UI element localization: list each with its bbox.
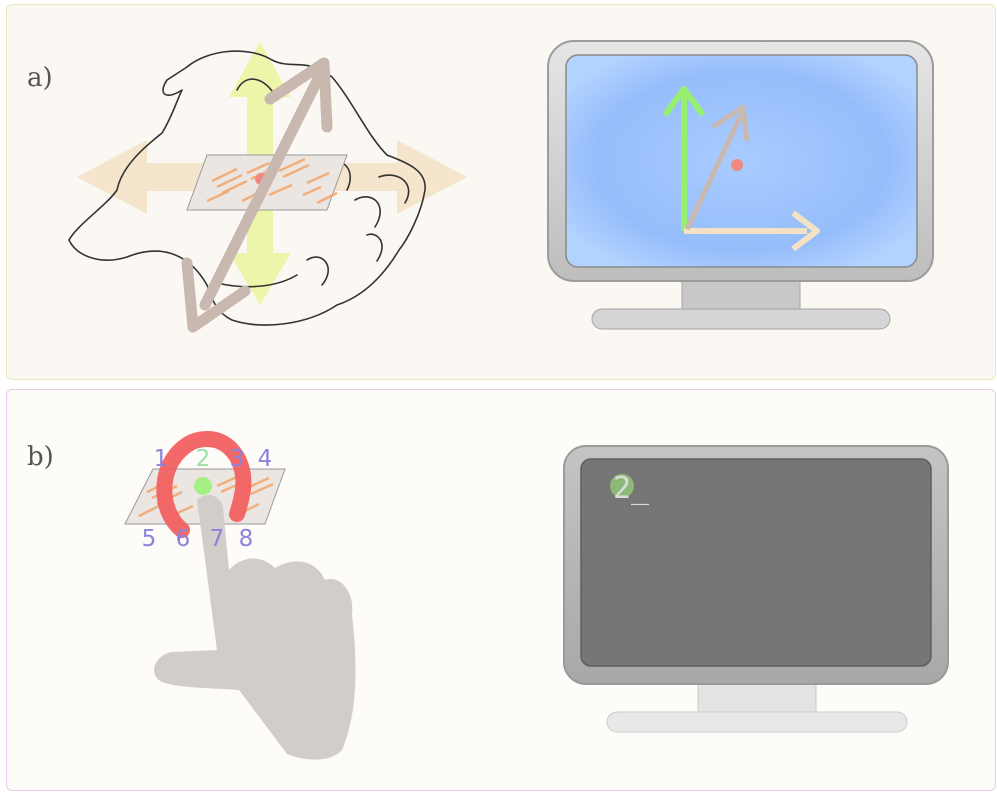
monitor-icon [548, 41, 933, 329]
keypad-number-4: 4 [258, 446, 273, 472]
keypad-number-6: 6 [176, 526, 191, 552]
keypad-number-5: 5 [142, 526, 157, 552]
keypad-number-1: 1 [154, 446, 169, 472]
keypad-number-2: 2 [196, 446, 211, 472]
panel-b: b) 1 2 3 4 5 6 [6, 389, 996, 791]
panel-a-illustration [7, 5, 995, 379]
panel-b-illustration: 1 2 3 4 5 6 7 8 2_ [7, 390, 995, 790]
screen-pointer-dot [731, 159, 743, 171]
touch-point-dot [194, 477, 212, 495]
keypad-number-3: 3 [230, 446, 245, 472]
panel-a: a) [6, 4, 996, 380]
monitor-icon: 2_ [564, 446, 948, 732]
keypad-number-8: 8 [239, 526, 254, 552]
keypad-number-7: 7 [210, 526, 225, 552]
screen-input-text: 2_ [613, 471, 650, 506]
